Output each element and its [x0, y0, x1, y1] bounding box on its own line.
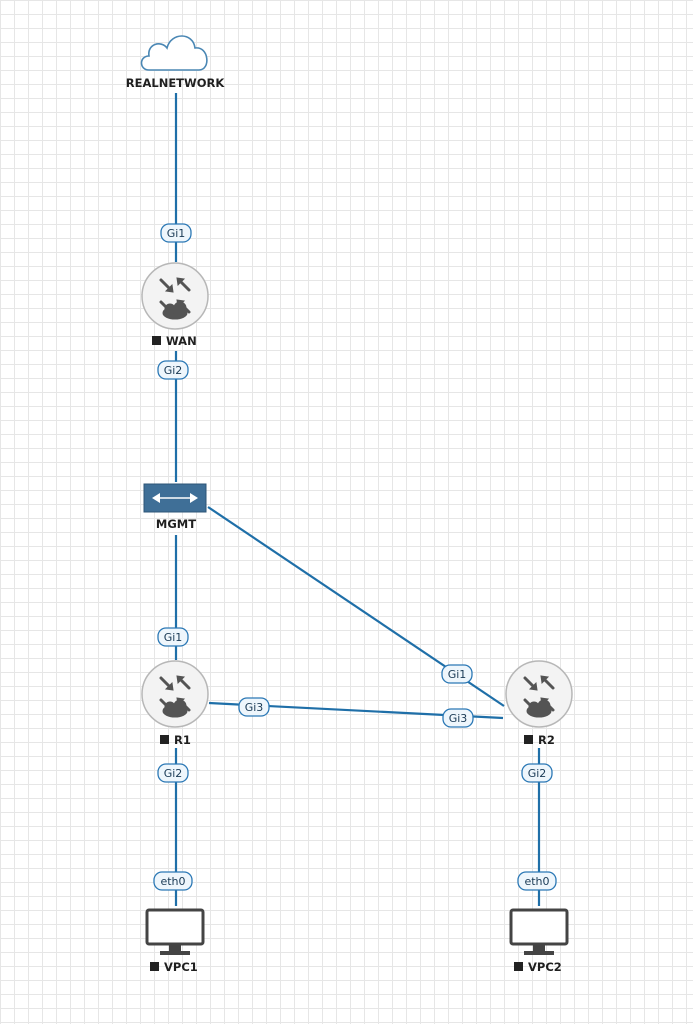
node-mgmt[interactable]: MGMT — [143, 483, 207, 531]
port-label-r1-gi3[interactable]: Gi3 — [238, 697, 270, 717]
status-square — [152, 336, 161, 345]
port-labels: Gi1 Gi2 Gi1 Gi1 Gi3 Gi3 Gi2 eth0 — [153, 223, 557, 891]
status-square — [524, 735, 533, 744]
node-wan[interactable]: WAN — [141, 262, 209, 348]
node-label-vpc1: VPC1 — [164, 960, 198, 974]
node-vpc2[interactable]: VPC2 — [509, 908, 569, 974]
node-vpc1[interactable]: VPC1 — [145, 908, 205, 974]
port-label-r2-gi2[interactable]: Gi2 — [521, 763, 553, 783]
port-label-wan-gi2[interactable]: Gi2 — [157, 360, 189, 380]
port-label-r1-gi1[interactable]: Gi1 — [157, 627, 189, 647]
monitor-icon — [509, 908, 569, 955]
links — [174, 93, 541, 906]
svg-text:Gi2: Gi2 — [164, 767, 183, 780]
svg-text:Gi1: Gi1 — [448, 668, 467, 681]
node-label-r1: R1 — [174, 733, 191, 747]
port-label-r2-gi3[interactable]: Gi3 — [442, 708, 474, 728]
port-label-r1-gi2[interactable]: Gi2 — [157, 763, 189, 783]
svg-text:Gi2: Gi2 — [528, 767, 547, 780]
node-label-mgmt: MGMT — [156, 517, 196, 531]
port-label-r2-gi1[interactable]: Gi1 — [441, 664, 473, 684]
svg-text:Gi2: Gi2 — [164, 364, 183, 377]
port-label-wan-gi1[interactable]: Gi1 — [160, 223, 192, 243]
switch-icon — [143, 483, 207, 513]
router-icon — [505, 660, 573, 728]
svg-text:Gi1: Gi1 — [164, 631, 183, 644]
node-realnetwork[interactable]: REALNETWORK — [126, 35, 226, 90]
router-icon — [141, 262, 209, 330]
monitor-icon — [145, 908, 205, 955]
status-square — [150, 962, 159, 971]
cloud-icon — [140, 35, 208, 71]
svg-text:Gi3: Gi3 — [449, 712, 468, 725]
node-r1[interactable]: R1 — [141, 660, 209, 747]
router-icon — [141, 660, 209, 728]
status-square — [160, 735, 169, 744]
svg-text:Gi3: Gi3 — [245, 701, 264, 714]
port-label-vpc1-eth0[interactable]: eth0 — [153, 871, 193, 891]
node-label-wan: WAN — [166, 334, 197, 348]
node-label-realnetwork: REALNETWORK — [126, 76, 226, 90]
svg-text:eth0: eth0 — [524, 875, 549, 888]
node-r2[interactable]: R2 — [505, 660, 573, 747]
node-label-vpc2: VPC2 — [528, 960, 562, 974]
svg-text:eth0: eth0 — [160, 875, 185, 888]
node-label-r2: R2 — [538, 733, 555, 747]
svg-text:Gi1: Gi1 — [167, 227, 186, 240]
status-square — [514, 962, 523, 971]
port-label-vpc2-eth0[interactable]: eth0 — [517, 871, 557, 891]
